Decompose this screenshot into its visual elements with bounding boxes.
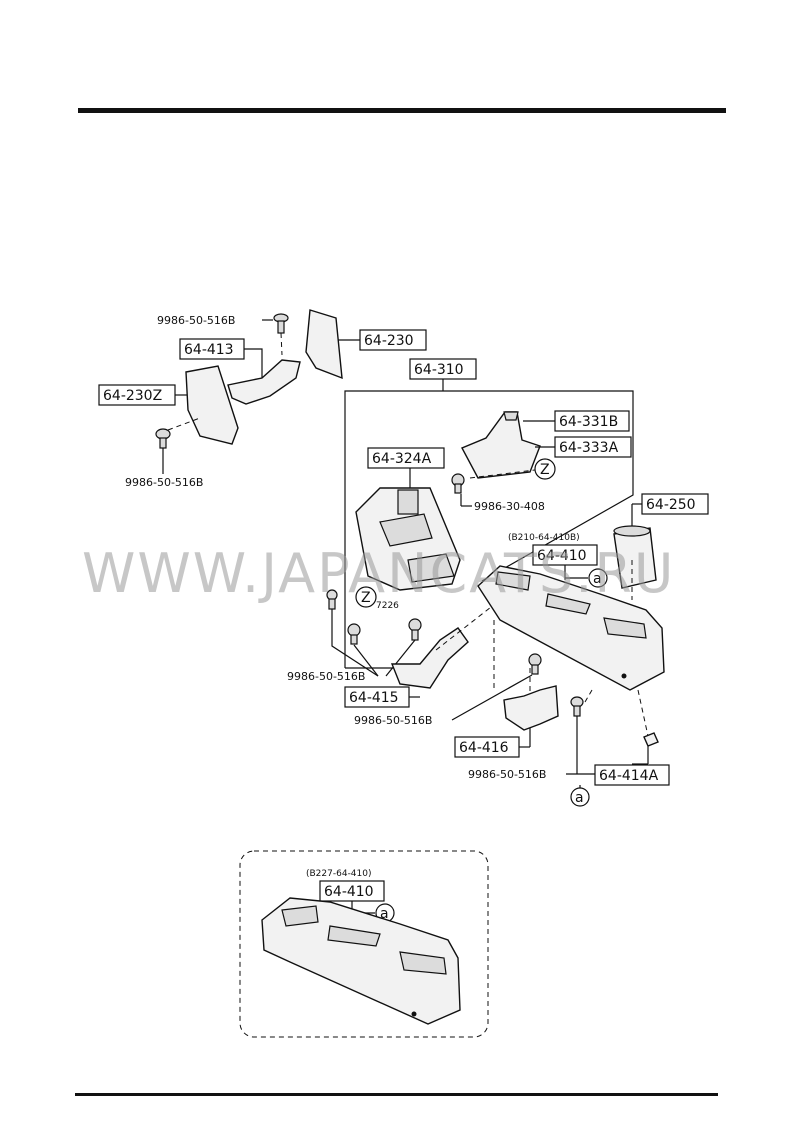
part-label-64-331b: 64-331B — [559, 414, 618, 430]
callout-a-main: a — [588, 568, 608, 588]
alt-console-frame — [239, 850, 489, 1038]
part-label-64-414a: 64-414A — [599, 768, 659, 784]
bolt-top-icon — [273, 313, 289, 334]
bracket-64-415-icon — [390, 627, 469, 689]
front-console-64-324a-icon — [355, 487, 461, 591]
part-label-64-410: 64-410 — [537, 548, 587, 564]
bolt-label-top: 9986-50-516B — [157, 314, 235, 327]
part-label-64-310: 64-310 — [414, 362, 464, 378]
pillar-trim-64-230z-icon — [185, 365, 239, 445]
part-label-64-413: 64-413 — [184, 342, 234, 358]
bracket-64-413-icon — [227, 359, 301, 405]
svg-text:a: a — [380, 906, 389, 922]
pillar-trim-64-230-icon — [305, 309, 343, 380]
part-label-64-416: 64-416 — [459, 740, 509, 756]
part-label-64-230: 64-230 — [364, 333, 414, 349]
bolt-label-416: 9986-50-516B — [468, 768, 546, 781]
part-label-64-410-alt: 64-410 — [324, 884, 374, 900]
bolt-416-icon — [528, 653, 542, 675]
small-code: 7226 — [376, 601, 399, 611]
bolt-mid-2-icon — [347, 623, 361, 645]
bolt-label-left: 9986-50-516B — [125, 476, 203, 489]
shift-boot-64-331b-icon — [461, 411, 541, 479]
bolt-side-icon — [570, 696, 584, 717]
callout-a-side: a — [570, 787, 590, 807]
part-label-64-324a: 64-324A — [372, 451, 432, 467]
bolt-label-shift: 9986-30-408 — [474, 500, 545, 513]
part-label-64-415: 64-415 — [349, 690, 399, 706]
console-code-main: (B210-64-410B) — [508, 533, 580, 543]
cap-64-414a-icon — [643, 732, 659, 747]
bolt-label-415: 9986-50-516B — [354, 714, 432, 727]
ashtray-64-250-icon — [613, 525, 657, 589]
console-code-alt: (B227-64-410) — [306, 869, 372, 879]
bolt-left-icon — [155, 428, 171, 449]
svg-text:Z: Z — [361, 590, 371, 606]
part-label-64-230z: 64-230Z — [103, 388, 162, 404]
bolt-shift-icon — [451, 473, 465, 494]
callout-z-lower: Z — [355, 586, 377, 608]
svg-text:a: a — [593, 571, 602, 587]
svg-text:a: a — [575, 790, 584, 806]
alt-console-64-410-icon — [261, 897, 461, 1025]
main-console-64-410-icon — [477, 565, 665, 691]
svg-text:Z: Z — [540, 462, 550, 478]
bottom-rule — [75, 1093, 718, 1096]
top-rule — [78, 108, 726, 113]
part-label-64-333a: 64-333A — [559, 440, 619, 456]
watermark: WWW.JAPANCATS.RU — [82, 542, 675, 605]
bracket-64-416-icon — [503, 685, 559, 731]
callout-z-top: Z — [534, 458, 556, 480]
bolt-mid-3-icon — [408, 618, 422, 641]
part-label-64-250: 64-250 — [646, 497, 696, 513]
bolt-label-mid: 9986-50-516B — [287, 670, 365, 683]
